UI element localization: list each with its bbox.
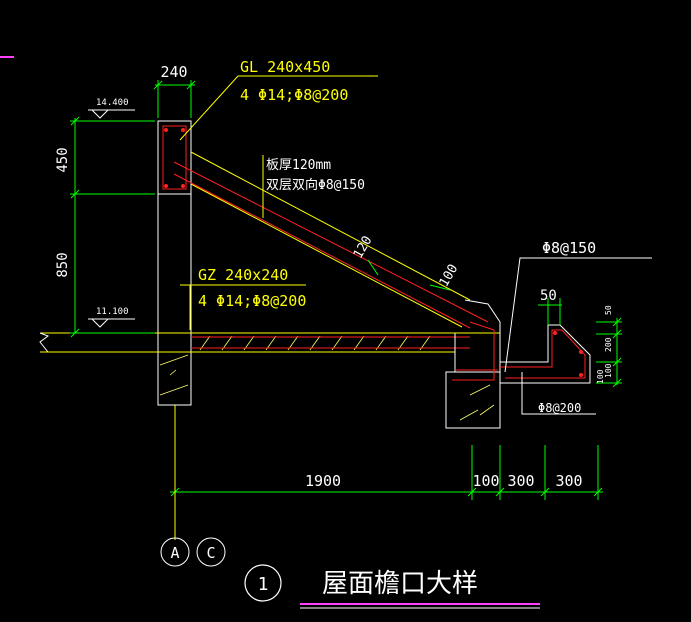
dim-1900: 1900 <box>305 472 341 490</box>
axis-a: A <box>170 544 179 562</box>
column-hatch <box>159 354 189 396</box>
elevation-mark-bottom <box>88 318 135 328</box>
elevation-bottom: 11.100 <box>96 307 129 317</box>
dim-240-top: 240 <box>160 63 187 81</box>
dim-50-marker <box>538 298 562 325</box>
dim-50: 50 <box>540 288 557 304</box>
flat-slab <box>40 332 500 353</box>
elevation-mark-top <box>88 109 135 119</box>
dim-100-slope: 100 <box>437 262 462 290</box>
gutter-lip-rebar <box>500 329 586 379</box>
rebar-200: Φ8@200 <box>538 401 581 415</box>
gl-rebar: 4 Φ14;Φ8@200 <box>240 86 348 104</box>
break-mark <box>39 332 50 353</box>
dim-r50: 50 <box>604 305 613 315</box>
gutter-hatch <box>459 384 495 421</box>
gutter-rebar <box>452 321 498 381</box>
gl-bars <box>164 128 185 188</box>
sloped-slab-rebar <box>173 161 489 329</box>
dim-300a: 300 <box>507 472 534 490</box>
rebar-200-leader <box>521 372 596 415</box>
rebar-150: Φ8@150 <box>542 239 596 257</box>
gl-leader <box>179 75 378 141</box>
left-dimension-lines <box>70 116 155 338</box>
gz-title: GZ 240x240 <box>198 266 288 284</box>
top-width-dimension <box>153 80 196 118</box>
dim-120: 120 <box>351 234 376 262</box>
detail-number: 1 <box>258 574 269 595</box>
slab-thickness: 板厚120mm <box>266 158 331 173</box>
dim-300b: 300 <box>555 472 582 490</box>
dim-850: 850 <box>55 252 71 277</box>
slab-rebar: 双层双向Φ8@150 <box>266 177 365 193</box>
gl-stirrup <box>162 125 187 190</box>
detail-title: 屋面檐口大样 <box>322 569 478 599</box>
elevation-top: 14.400 <box>96 98 129 108</box>
rebar-150-leader <box>504 257 652 373</box>
dim-450: 450 <box>55 147 71 172</box>
bottom-dimension-lines <box>170 445 603 500</box>
right-vertical-dims <box>596 317 622 388</box>
dim-r100b: 100 <box>596 369 605 384</box>
gz-rebar: 4 Φ14;Φ8@200 <box>198 292 306 310</box>
axis-bubble-a <box>160 537 190 567</box>
axis-c: C <box>206 544 215 562</box>
slope-dim-100-line <box>429 284 451 291</box>
gl-beam <box>157 120 192 195</box>
gl-title: GL 240x450 <box>240 58 330 76</box>
slope-dim-120-line <box>367 259 379 276</box>
axis-bubble-c <box>196 537 226 567</box>
dim-r100a: 100 <box>604 363 613 378</box>
gutter-lip-bars <box>553 331 583 377</box>
gutter-lip <box>500 324 591 384</box>
dim-100: 100 <box>472 472 499 490</box>
gz-leader <box>180 284 306 330</box>
detail-number-bubble <box>244 564 282 602</box>
sloped-slab <box>190 151 471 328</box>
gutter-body <box>445 299 501 429</box>
dim-r200: 200 <box>604 337 613 352</box>
